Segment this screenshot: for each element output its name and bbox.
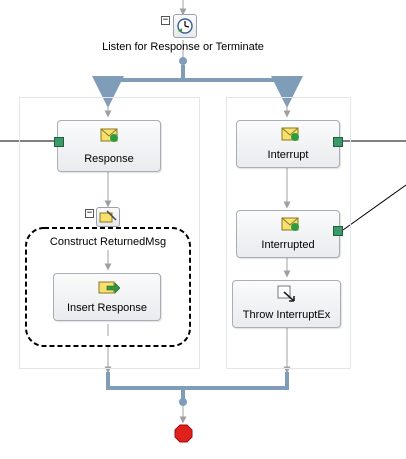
listen-shape[interactable] [173,14,197,38]
construct-collapse-toggle[interactable]: − [85,208,94,218]
clock-icon [177,18,193,34]
receive-envelope-icon [281,127,299,141]
construct-message-boundary[interactable] [25,227,191,347]
listen-collapse-toggle[interactable]: − [161,15,170,25]
throw-exception-shape[interactable]: Throw InterruptEx [232,280,341,328]
construct-label: Construct ReturnedMsg [49,236,167,248]
split-node [179,57,187,65]
branch-right-lane[interactable] [226,97,351,369]
interrupted-receive-shape[interactable]: Interrupted [236,210,340,258]
message-assignment-icon [98,281,120,294]
interrupt-receive-shape[interactable]: Interrupt [236,120,340,168]
interrupted-port-connector[interactable] [333,226,343,236]
listen-label: Listen for Response or Terminate [102,41,264,53]
interrupted-label: Interrupted [261,239,315,251]
response-port-connector[interactable] [54,137,64,147]
receive-envelope-icon [100,128,118,142]
insert-response-shape[interactable]: Insert Response [53,273,161,321]
construct-message-shape[interactable] [96,207,120,227]
port-binding-interrupted [342,184,406,231]
interrupt-label: Interrupt [267,149,309,161]
insert-response-label: Insert Response [66,302,148,314]
end-shape[interactable] [174,424,193,443]
receive-envelope-icon [281,217,299,231]
construct-message-icon [99,210,117,223]
branch-left-lane[interactable] [19,97,200,369]
response-receive-shape[interactable]: Response [57,120,161,172]
interrupt-port-connector[interactable] [333,137,343,147]
throw-label: Throw InterruptEx [242,309,331,321]
response-label: Response [84,153,134,165]
throw-exception-icon [277,285,295,302]
join-node [179,398,187,406]
